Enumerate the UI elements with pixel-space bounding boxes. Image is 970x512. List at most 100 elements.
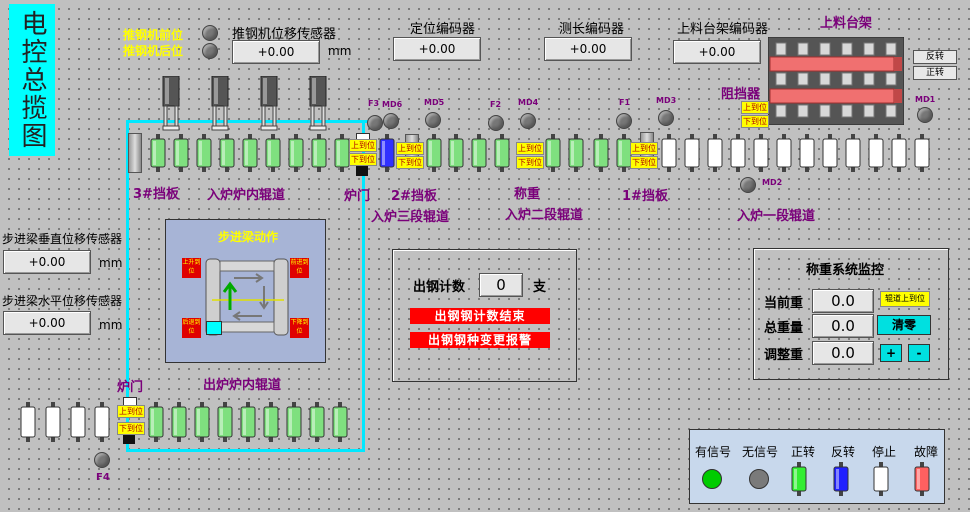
rack-encoder-value: +0.00 — [673, 40, 761, 64]
legend-label-0: 有信号 — [695, 445, 732, 459]
upper-roller-28 — [891, 134, 907, 175]
count-end-alarm[interactable]: 出钢钢计数结束 — [410, 308, 550, 324]
upper-roller-9 — [379, 134, 395, 175]
positioning-encoder-label: 定位编码器 — [410, 22, 476, 37]
beam-active-marker — [206, 321, 222, 335]
beam-corner-bl: 后退到位 — [182, 318, 201, 338]
upper-roller-11 — [448, 134, 464, 175]
upper-roller-26 — [845, 134, 861, 175]
lower-roller-12 — [332, 402, 348, 445]
sensor-md5-label: MD5 — [424, 98, 445, 107]
door-top-label: 炉门 — [344, 189, 371, 204]
door-top-down-tag: 下到位 — [349, 153, 377, 166]
weighing-title: 称重系统监控 — [806, 263, 885, 278]
upper-roller-23 — [776, 134, 792, 175]
upper-roller-1 — [173, 134, 189, 175]
upper-roller-10 — [426, 134, 442, 175]
beam-action-title: 步进梁动作 — [218, 230, 279, 244]
upper-roller-14 — [545, 134, 561, 175]
upper-roller-20 — [707, 134, 723, 175]
lower-roller-9 — [263, 402, 279, 445]
upper-roller-4 — [242, 134, 258, 175]
sensor-md2-indicator — [740, 177, 756, 193]
weigh-down-tag: 下到位 — [516, 156, 544, 169]
section3-label: 入炉三段辊道 — [371, 210, 450, 225]
legend-label-4: 停止 — [872, 445, 897, 459]
baffle1-up-tag: 上到位 — [630, 142, 658, 155]
total-weight-value: 0.0 — [812, 314, 874, 338]
pusher-front-indicator — [202, 25, 218, 41]
section1-label: 入炉一段辊道 — [737, 209, 816, 224]
lower-roller-2 — [70, 402, 86, 445]
upper-roller-2 — [196, 134, 212, 175]
sensor-f3-label: F3 — [368, 99, 380, 108]
upper-roller-6 — [288, 134, 304, 175]
baffle-3 — [128, 133, 142, 173]
sensor-f2-label: F2 — [490, 100, 502, 109]
baffle2-up-tag: 上到位 — [396, 142, 424, 155]
rack-reverse-button[interactable]: 反转 — [913, 50, 957, 64]
sensor-md3-label: MD3 — [656, 96, 677, 105]
total-weight-label: 总重量 — [764, 321, 804, 336]
sensor-f4-label: F4 — [96, 472, 110, 483]
beam-motion-diagram — [205, 258, 289, 336]
lower-roller-0 — [20, 402, 36, 445]
upper-roller-21 — [730, 134, 746, 175]
legend-roller-故障 — [914, 462, 930, 499]
furnace-boundary-left — [126, 120, 129, 452]
pusher-sensor-value: +0.00 — [232, 40, 320, 64]
beam-vertical-value: +0.00 — [3, 250, 91, 274]
rack-encoder-label: 上料台架编码器 — [677, 22, 769, 37]
counter-value: 0 — [479, 273, 523, 297]
sensor-md4-indicator — [520, 113, 536, 129]
minus-button[interactable]: - — [908, 344, 930, 362]
lower-roller-8 — [240, 402, 256, 445]
lower-roller-10 — [286, 402, 302, 445]
pusher-cylinder-3 — [309, 75, 327, 135]
sensor-md1-indicator — [917, 107, 933, 123]
legend-signal-off-led — [749, 469, 769, 489]
furnace-boundary-bottom — [126, 449, 365, 452]
rack-title: 上料台架 — [820, 16, 873, 31]
beam-corner-br: 下降到位 — [290, 318, 309, 338]
upper-roller-12 — [471, 134, 487, 175]
pusher-back-label: 推钢机后位 — [123, 44, 184, 58]
weighing-panel: 称重系统监控 当前重 0.0 辊道上到位 总重量 0.0 清零 调整重 0.0 … — [753, 248, 949, 380]
upper-roller-15 — [568, 134, 584, 175]
blocker-down-tag: 下到位 — [741, 115, 769, 128]
exit-roll-label: 出炉炉内辊道 — [203, 378, 282, 393]
baffle1-label: 1#挡板 — [622, 189, 668, 204]
beam-horizontal-label: 步进梁水平位移传感器 — [2, 294, 123, 308]
upper-roller-13 — [494, 134, 510, 175]
lower-roller-6 — [194, 402, 210, 445]
beam-action-panel: 步进梁动作 上升到位 前进到位 后退到位 下降到位 — [165, 219, 326, 363]
furnace-boundary-top — [126, 120, 373, 123]
rack-forward-button[interactable]: 正转 — [913, 66, 957, 80]
furnace-inner-roll-label: 入炉炉内辊道 — [207, 188, 286, 203]
sensor-f4-indicator — [94, 452, 110, 468]
baffle1-down-tag: 下到位 — [630, 156, 658, 169]
door-bottom-up-tag: 上到位 — [117, 405, 145, 418]
pusher-sensor-unit: mm — [328, 44, 352, 58]
lower-roller-3 — [94, 402, 110, 445]
upper-roller-24 — [799, 134, 815, 175]
legend-panel: 有信号 无信号 正转 反转 停止 故障 — [689, 429, 945, 504]
door-top-up-tag: 上到位 — [349, 139, 377, 152]
lower-roller-7 — [217, 402, 233, 445]
grade-change-alarm[interactable]: 出钢钢种变更报警 — [410, 332, 550, 348]
beam-vertical-unit: mm — [99, 256, 123, 270]
clear-button[interactable]: 清零 — [877, 315, 931, 335]
baffle2-down-tag: 下到位 — [396, 156, 424, 169]
door-bottom-lower — [123, 433, 135, 444]
sensor-f2-indicator — [488, 115, 504, 131]
blocker-label: 阻挡器 — [721, 87, 761, 102]
upper-roller-19 — [684, 134, 700, 175]
door-bottom-down-tag: 下到位 — [117, 422, 145, 435]
sensor-md2-label: MD2 — [762, 178, 783, 187]
door-top-lower — [356, 164, 368, 176]
plus-button[interactable]: + — [880, 344, 902, 362]
legend-label-5: 故障 — [914, 445, 939, 459]
adjust-weight-value[interactable]: 0.0 — [812, 341, 874, 365]
pusher-cylinder-1 — [211, 75, 229, 135]
sensor-md6-indicator — [383, 113, 399, 129]
